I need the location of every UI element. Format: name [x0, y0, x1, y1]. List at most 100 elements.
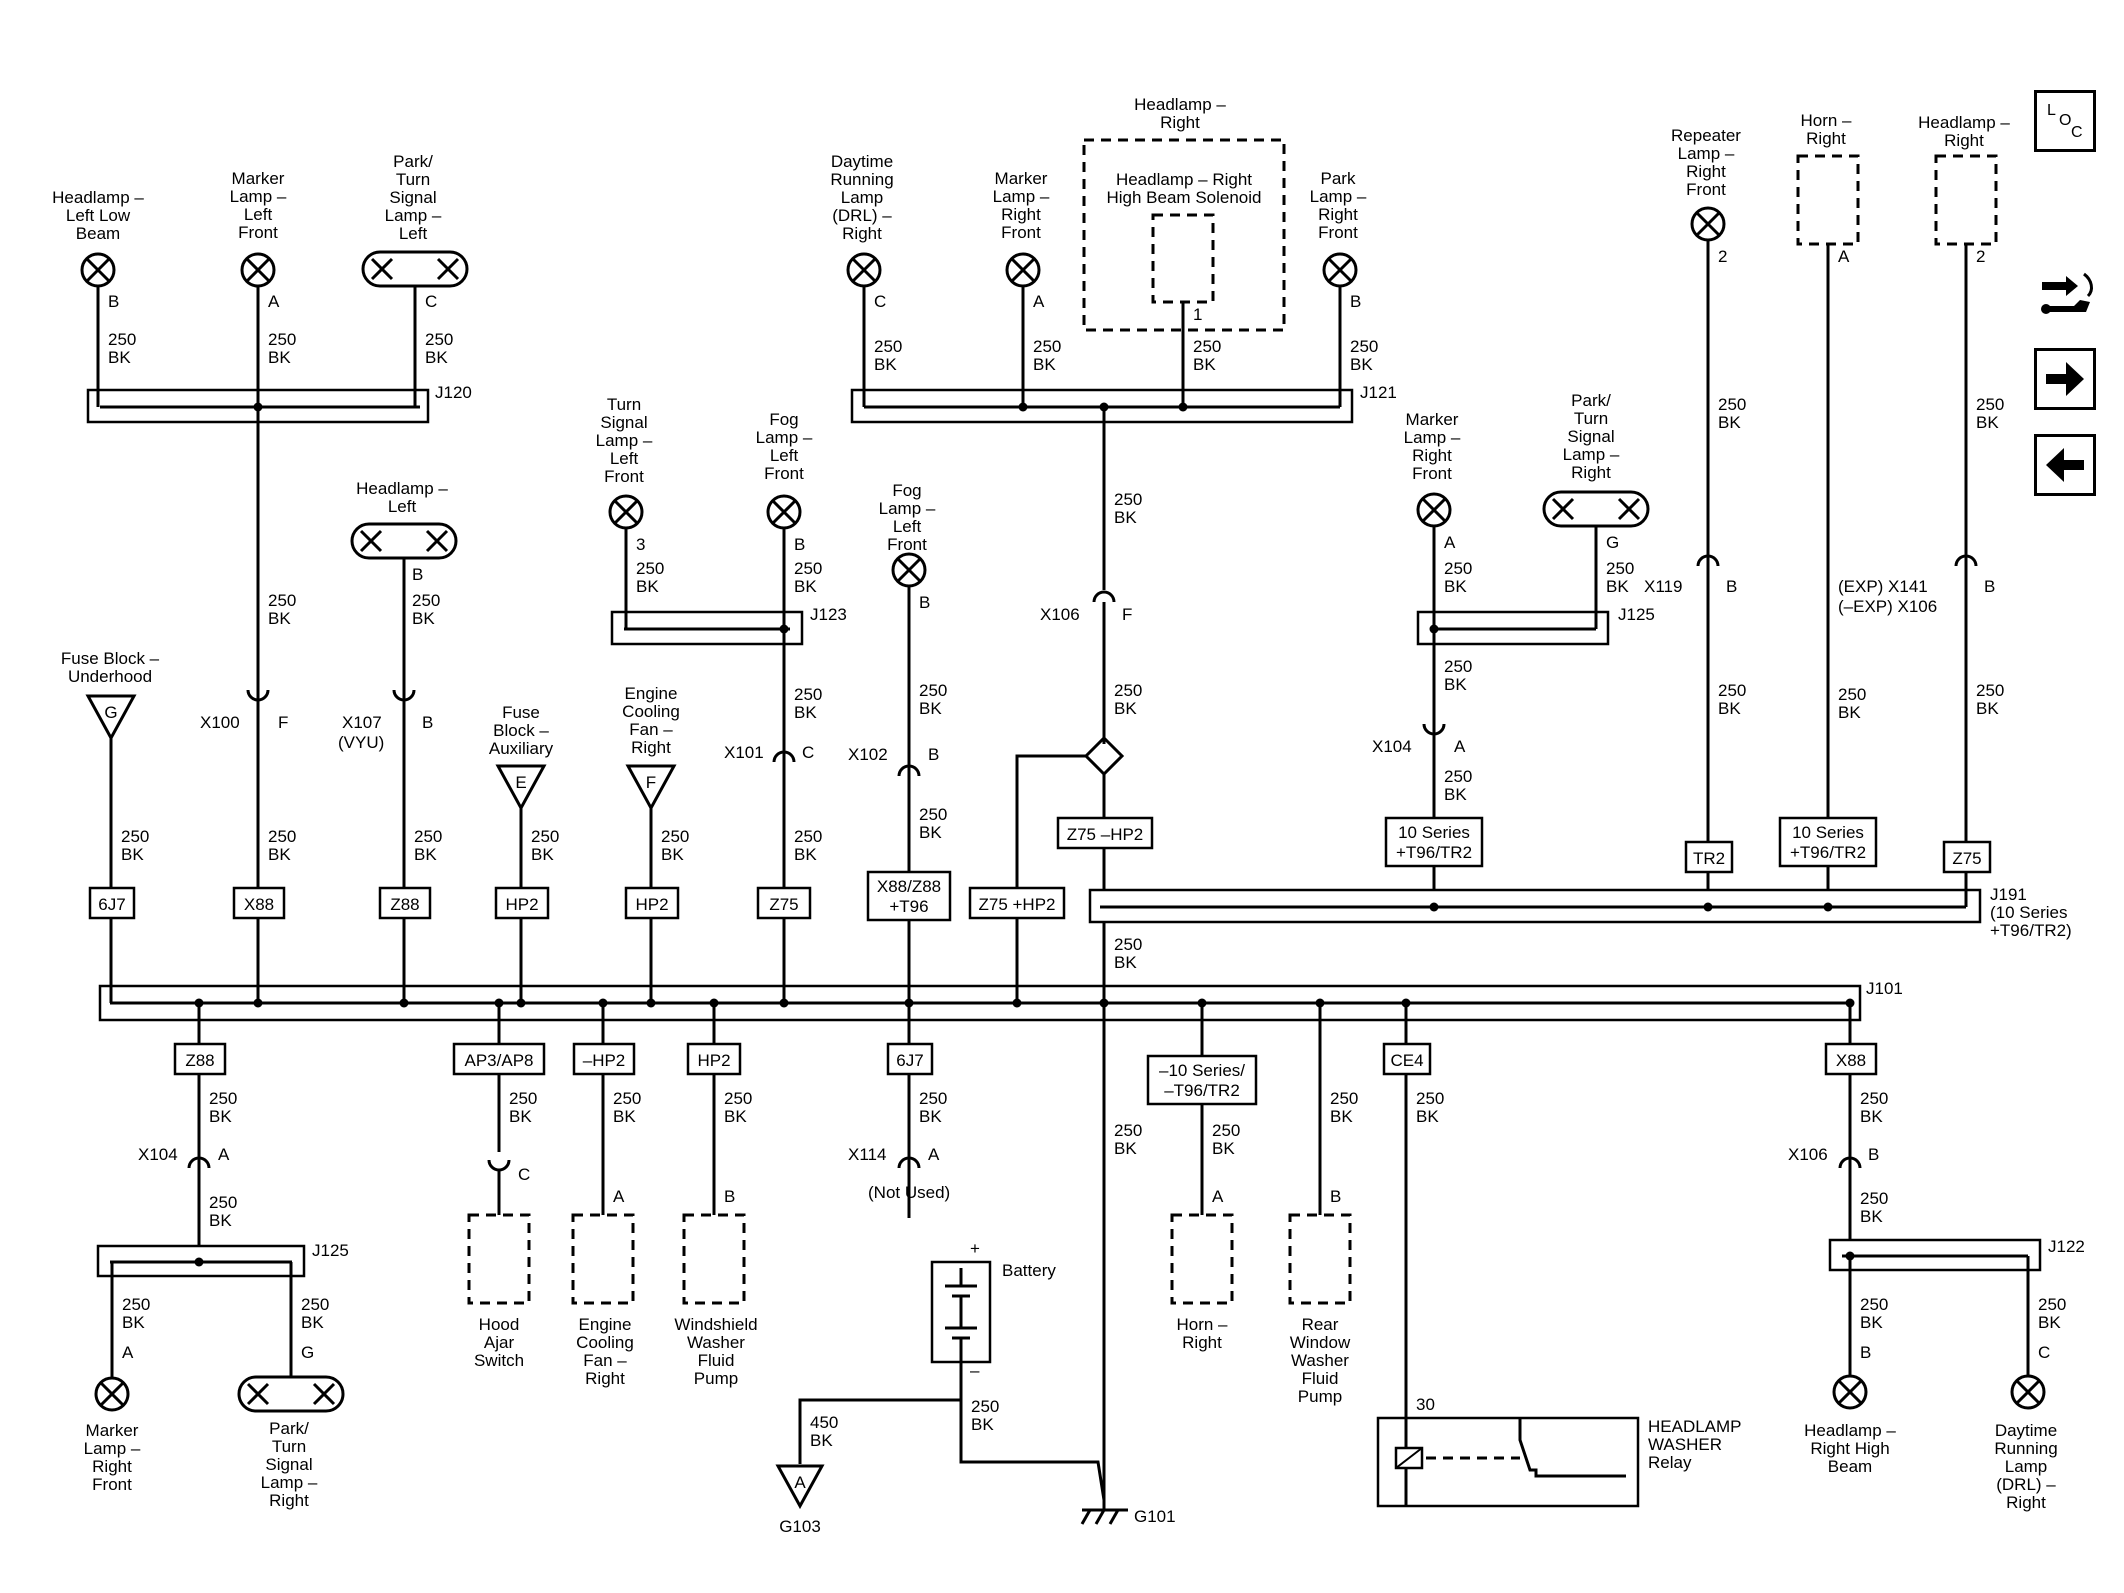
svg-text:BK: BK [121, 845, 144, 864]
svg-text:250: 250 [1350, 337, 1378, 356]
svg-text:250: 250 [412, 591, 440, 610]
horn-right-top: Horn – Right A 250 BK 10 Series +T96/TR2 [1778, 111, 1878, 905]
svg-text:250: 250 [1193, 337, 1221, 356]
headlamp-right-solenoid-group: Headlamp – Right Headlamp – Right High B… [1082, 95, 1286, 412]
wrench-arrows-icon[interactable] [2036, 266, 2096, 326]
svg-text:A: A [1033, 292, 1045, 311]
svg-text:X114: X114 [848, 1145, 886, 1164]
svg-text:G101: G101 [1134, 1507, 1176, 1526]
svg-text:Right: Right [1001, 205, 1041, 224]
svg-text:Fog: Fog [769, 410, 798, 429]
svg-text:J125: J125 [312, 1241, 349, 1260]
lamp-park-turn-left: Park/ Turn Signal Lamp – Left C 250 BK [361, 152, 469, 407]
svg-text:250: 250 [268, 591, 296, 610]
svg-text:250: 250 [1860, 1295, 1888, 1314]
svg-text:BK: BK [1444, 577, 1467, 596]
svg-text:J120: J120 [435, 383, 472, 402]
svg-text:Right: Right [1182, 1333, 1222, 1352]
svg-text:Lamp –: Lamp – [84, 1439, 141, 1458]
svg-text:Right: Right [842, 224, 882, 243]
lamp-park-right-front-top: Park Lamp – Right Front B 250 BK [1310, 169, 1378, 407]
svg-text:Headlamp –: Headlamp – [1918, 113, 2010, 132]
arrow-right-icon [2046, 362, 2084, 396]
svg-text:Left: Left [610, 449, 639, 468]
svg-text:WASHER: WASHER [1648, 1435, 1722, 1454]
svg-text:250: 250 [1330, 1089, 1358, 1108]
svg-text:X88: X88 [244, 895, 274, 914]
engine-cooling-fan-right: –HP2 250 BK A Engine Cooling Fan – Right [571, 998, 641, 1388]
svg-text:Headlamp – Right: Headlamp – Right [1116, 170, 1252, 189]
svg-text:Lamp –: Lamp – [1404, 428, 1461, 447]
svg-text:+T96/TR2: +T96/TR2 [1790, 843, 1866, 862]
svg-text:Right: Right [1318, 205, 1358, 224]
svg-text:250: 250 [874, 337, 902, 356]
svg-text:Left: Left [770, 446, 799, 465]
svg-text:E: E [515, 773, 526, 792]
svg-text:Right: Right [269, 1491, 309, 1510]
svg-text:X106: X106 [1040, 605, 1080, 624]
svg-text:250: 250 [414, 827, 442, 846]
splice-pack-j122: J122 [1828, 1237, 2085, 1272]
previous-page-button[interactable] [2034, 434, 2096, 496]
svg-text:F: F [646, 773, 656, 792]
svg-text:Lamp –: Lamp – [230, 187, 287, 206]
svg-text:HP2: HP2 [697, 1051, 730, 1070]
loc-icon: L O C [2047, 102, 2083, 141]
next-page-button[interactable] [2034, 348, 2096, 410]
svg-text:BK: BK [1193, 355, 1216, 374]
svg-text:Z75 +HP2: Z75 +HP2 [978, 895, 1055, 914]
svg-text:C: C [425, 292, 437, 311]
svg-text:G103: G103 [779, 1517, 821, 1536]
lamp-marker-left-front: Marker Lamp – Left Front A 250 BK 250 BK… [200, 169, 296, 1008]
svg-text:A: A [268, 292, 280, 311]
lamp-turn-signal-left-front: Turn Signal Lamp – Left Front 3 250 BK [596, 395, 664, 629]
svg-text:BK: BK [412, 609, 435, 628]
svg-text:C: C [518, 1165, 530, 1184]
svg-text:Marker: Marker [1406, 410, 1459, 429]
svg-text:BK: BK [268, 845, 291, 864]
svg-text:(EXP) X141: (EXP) X141 [1838, 577, 1928, 596]
svg-text:BK: BK [1444, 785, 1467, 804]
svg-text:Washer: Washer [1291, 1351, 1349, 1370]
splice-pack-j125-top: J125 [1416, 605, 1655, 646]
svg-text:B: B [724, 1187, 735, 1206]
svg-text:BK: BK [531, 845, 554, 864]
svg-text:(VYU): (VYU) [338, 733, 384, 752]
svg-text:30: 30 [1416, 1395, 1435, 1414]
svg-text:BK: BK [1350, 355, 1373, 374]
svg-text:Left Low: Left Low [66, 206, 131, 225]
svg-text:250: 250 [724, 1089, 752, 1108]
svg-text:B: B [1726, 577, 1737, 596]
svg-text:J121: J121 [1360, 383, 1397, 402]
svg-text:Relay: Relay [1648, 1453, 1692, 1472]
svg-text:Right: Right [631, 738, 671, 757]
svg-text:BK: BK [1114, 508, 1137, 527]
svg-text:BK: BK [613, 1107, 636, 1126]
svg-text:BK: BK [1860, 1313, 1883, 1332]
svg-text:BK: BK [1114, 1139, 1137, 1158]
svg-text:Turn: Turn [607, 395, 641, 414]
svg-text:Front: Front [887, 535, 927, 554]
svg-text:BK: BK [2038, 1313, 2061, 1332]
svg-text:X88: X88 [1836, 1051, 1866, 1070]
svg-text:250: 250 [122, 1295, 150, 1314]
svg-text:HP2: HP2 [505, 895, 538, 914]
svg-text:F: F [1122, 605, 1132, 624]
lamp-marker-right-front-top: Marker Lamp – Right Front A 250 BK [993, 169, 1061, 412]
svg-text:C: C [802, 743, 814, 762]
svg-text:250: 250 [1606, 559, 1634, 578]
svg-text:BK: BK [1416, 1107, 1439, 1126]
lamp-headlamp-left-low-beam: Headlamp – Left Low Beam B 250 BK [52, 188, 144, 407]
splice-pack-j121: J121 [850, 383, 1397, 424]
lamp-drl-right-top: Daytime Running Lamp (DRL) – Right C 250… [830, 152, 902, 407]
svg-text:CE4: CE4 [1390, 1051, 1423, 1070]
location-button[interactable]: L O C [2034, 90, 2096, 152]
svg-text:BK: BK [209, 1107, 232, 1126]
svg-text:B: B [1984, 577, 1995, 596]
svg-text:Right: Right [1160, 113, 1200, 132]
svg-text:A: A [1838, 247, 1850, 266]
splice-pack-j125-bottom: J125 [96, 1241, 349, 1278]
svg-text:Switch: Switch [474, 1351, 524, 1370]
svg-text:6J7: 6J7 [896, 1051, 923, 1070]
